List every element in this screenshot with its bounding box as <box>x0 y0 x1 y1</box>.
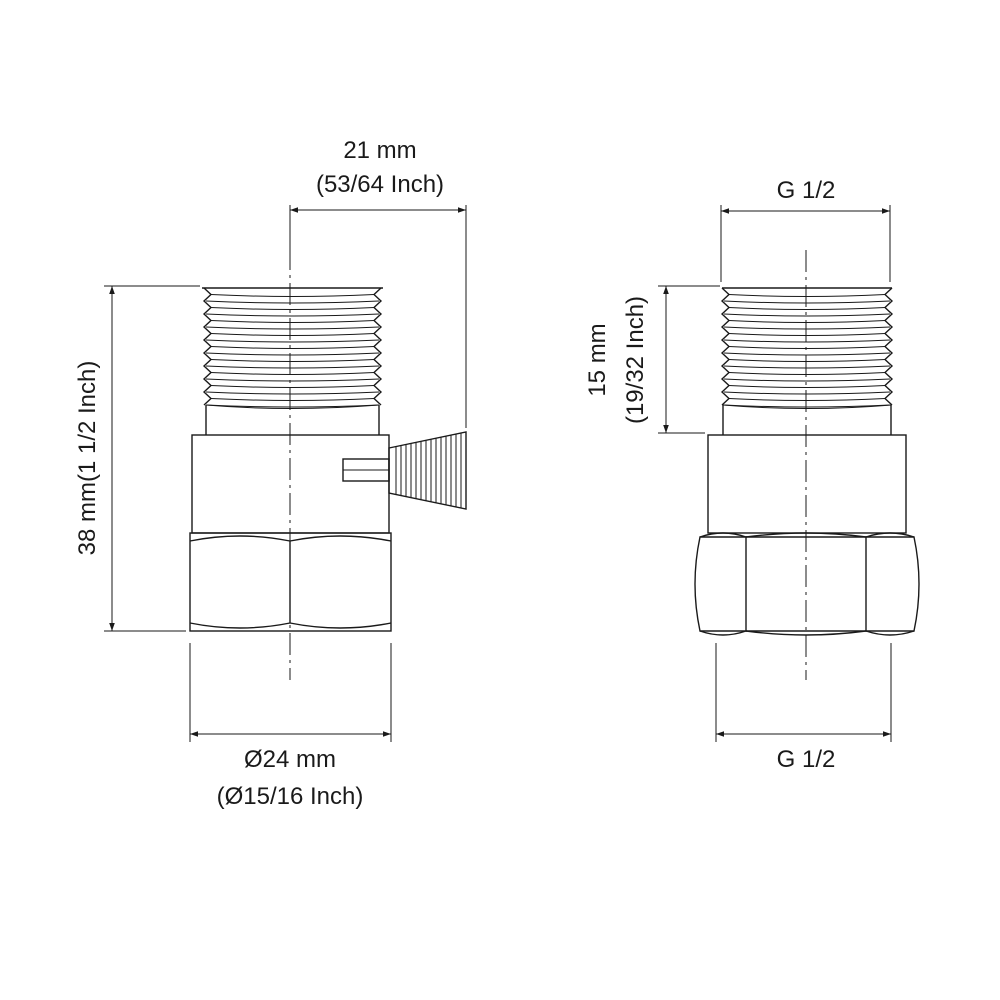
left-body <box>191 434 390 534</box>
diameter-dimension: Ø24 mm (Ø15/16 Inch) <box>189 643 392 810</box>
width-inch-label: (53/64 Inch) <box>316 171 444 198</box>
bottom-thread-label: G 1/2 <box>777 746 836 773</box>
valve-knob <box>342 431 467 510</box>
left-view: 21 mm (53/64 Inch) 38 mm(1 1/2 Inch) Ø24… <box>74 137 467 810</box>
right-body <box>707 434 907 534</box>
width-dimension: 21 mm (53/64 Inch) <box>289 137 467 428</box>
right-view: G 1/2 15 mm (19/32 Inch) G 1/2 <box>584 177 920 773</box>
right-hex-nut <box>694 532 920 636</box>
right-thread <box>720 287 894 435</box>
height-label: 38 mm(1 1/2 Inch) <box>74 361 101 556</box>
top-thread-dimension: G 1/2 <box>720 177 891 282</box>
thread-length-inch-label: (19/32 Inch) <box>622 296 649 424</box>
thread-length-dimension: 15 mm (19/32 Inch) <box>584 285 720 434</box>
width-mm-label: 21 mm <box>343 137 416 164</box>
diameter-inch-label: (Ø15/16 Inch) <box>217 783 364 810</box>
left-thread <box>202 287 383 435</box>
thread-length-mm-label: 15 mm <box>584 323 611 396</box>
top-thread-label: G 1/2 <box>777 177 836 204</box>
diameter-mm-label: Ø24 mm <box>244 746 336 773</box>
height-dimension: 38 mm(1 1/2 Inch) <box>74 285 200 632</box>
bottom-thread-dimension: G 1/2 <box>715 643 892 773</box>
